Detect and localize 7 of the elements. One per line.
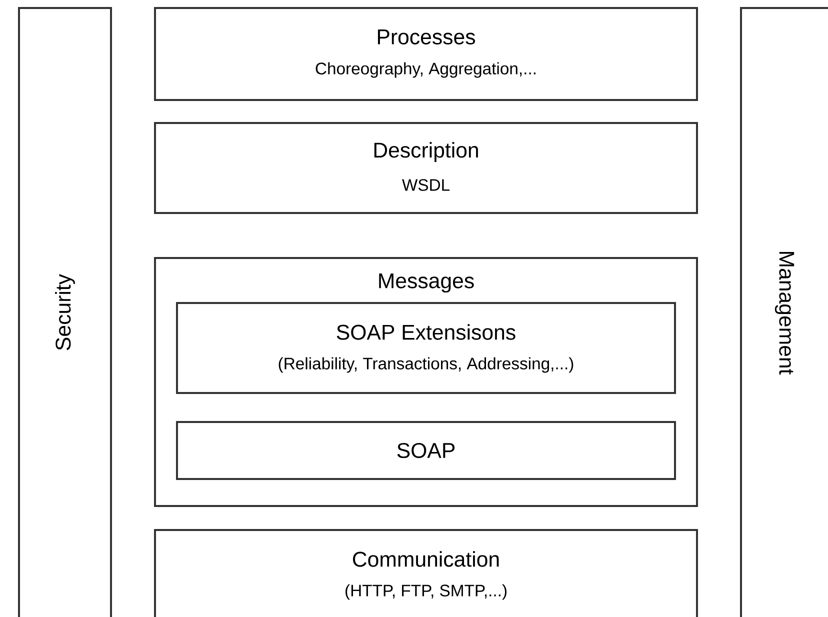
side-band: Management: [740, 7, 828, 617]
layer-box: Processes Choreography, Aggregation,...: [154, 7, 698, 101]
layer-box: SOAP: [176, 421, 676, 480]
side-band: Security: [18, 7, 112, 617]
layer-box: SOAP Extensisons (Reliability, Transactions, Addressing,...): [176, 302, 676, 394]
layer-box: Description WSDL: [154, 122, 698, 214]
layer-box: Communication (HTTP, FTP, SMTP,...): [154, 529, 698, 617]
